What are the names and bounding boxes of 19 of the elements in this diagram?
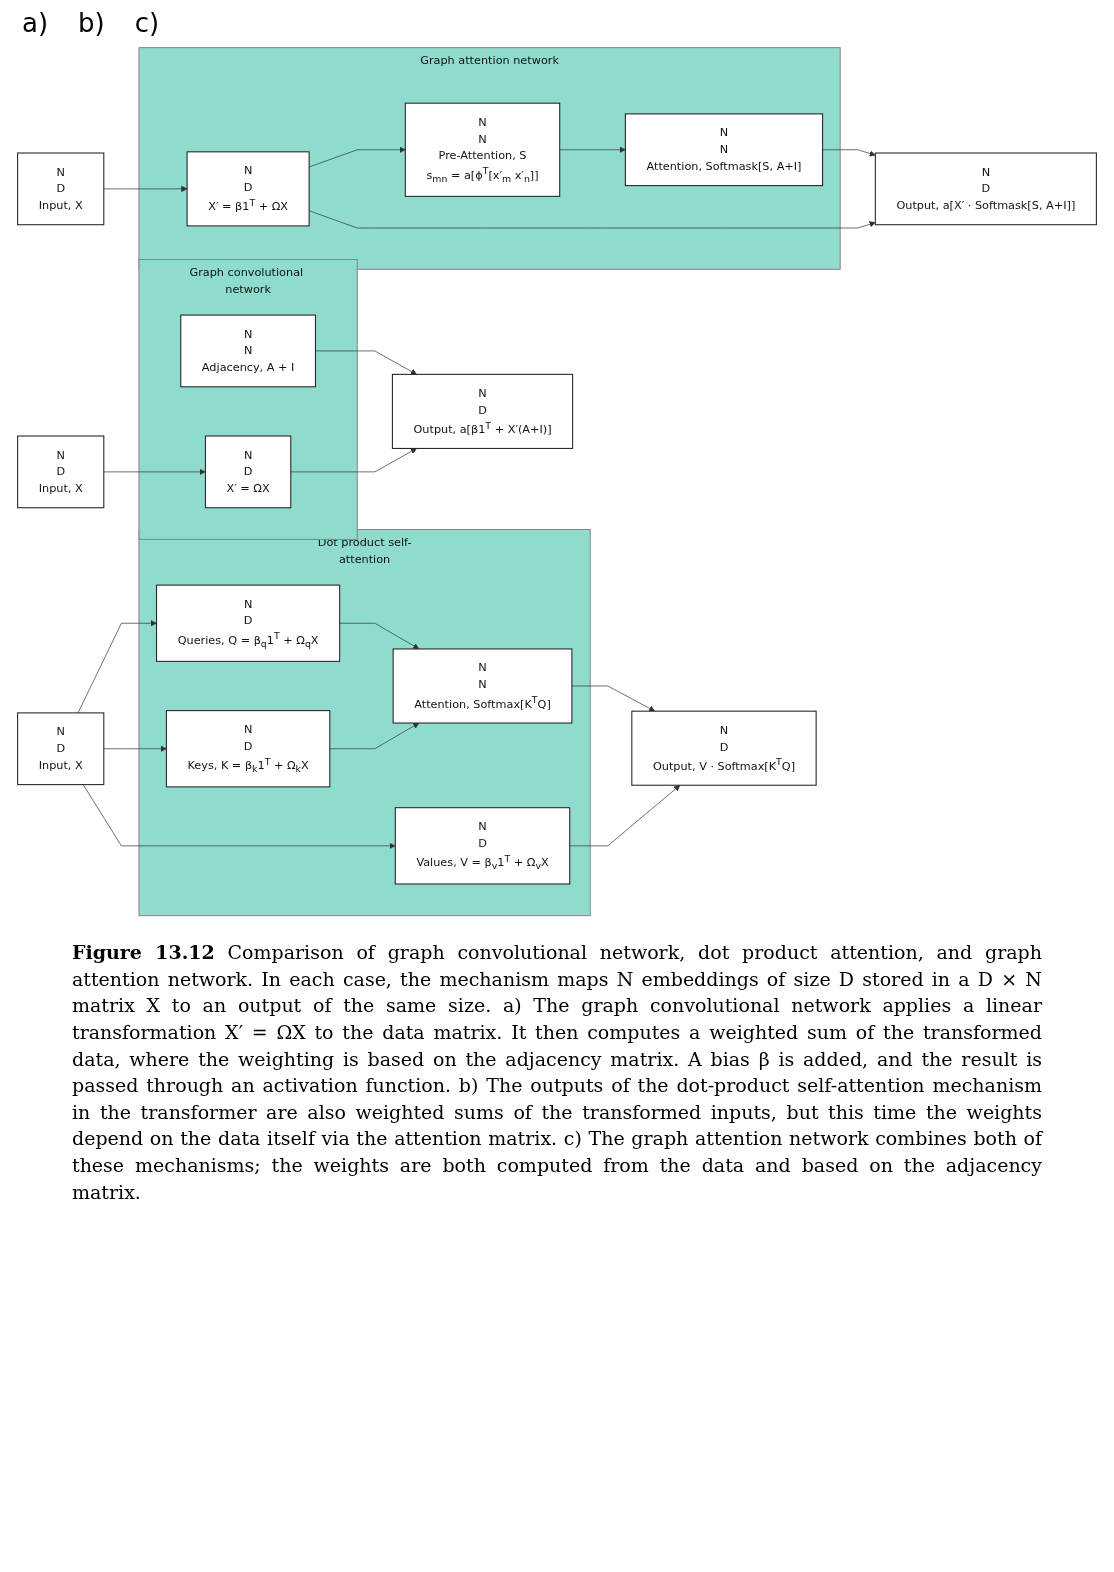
node-box: N D Keys, K = β$_{k}$1$^{T}$ + Ω$_{k}$X	[165, 710, 331, 788]
panel-letter: b)	[78, 8, 105, 38]
figure-caption: Figure 13.12 Comparison of graph convolutional network, dot product attention, and graph attention network. In each case, the mechanism maps N embeddings of size D stored in a D × N matrix X to an output of the same size. a) The graph convolutional network applies a linear transformation X′ = ΩX to the data matrix. It then computes a weighted sum of the transformed data, where the weighting is based on the adjacency matrix. A bias β is added, and the result is passed through an activation function. b) The outputs of the dot-product self-attention mechanism in the transformer are also weighted sums of the transformed inputs, but this time the weights depend on the data itself via the attention matrix. c) The graph attention network combines both of these mechanisms; the weights are both computed from the data and based on the adjacency matrix.	[72, 940, 1042, 1205]
node-box: N D X′ = β1$^{T}$ + ΩX	[186, 151, 310, 227]
node-box: N D Input, X	[17, 435, 105, 509]
node-box: N N Attention, Softmax[K$^{T}$Q]	[392, 648, 573, 724]
panel-letter: c)	[134, 8, 160, 38]
node-box: N N Pre-Attention, S s$_{mn}$ = a[ϕ$^{T}$[x′$_{m}$ x′$_{n}$]]	[404, 102, 561, 197]
panel-letter: a)	[22, 8, 49, 38]
node-box: N D X′ = ΩX	[204, 435, 292, 509]
node-box: N D Output, a[β1$^{T}$ + X′(A+I)]	[391, 373, 574, 449]
node-box: N D Output, V · Softmax[K$^{T}$Q]	[631, 710, 817, 786]
node-box: N D Output, a[X′ · Softmask[S, A+I]]	[874, 152, 1097, 226]
node-box: N N Adjacency, A + I	[180, 314, 316, 388]
node-box: N D Input, X	[17, 712, 105, 786]
node-box: N D Queries, Q = β$_{q}$1$^{T}$ + Ω$_{q}$X	[156, 584, 341, 662]
node-box: N D Values, V = β$_{v}$1$^{T}$ + Ω$_{v}$X	[394, 807, 571, 885]
node-box: N D Input, X	[17, 152, 105, 226]
node-box: N N Attention, Softmask[S, A+I]	[624, 113, 824, 187]
